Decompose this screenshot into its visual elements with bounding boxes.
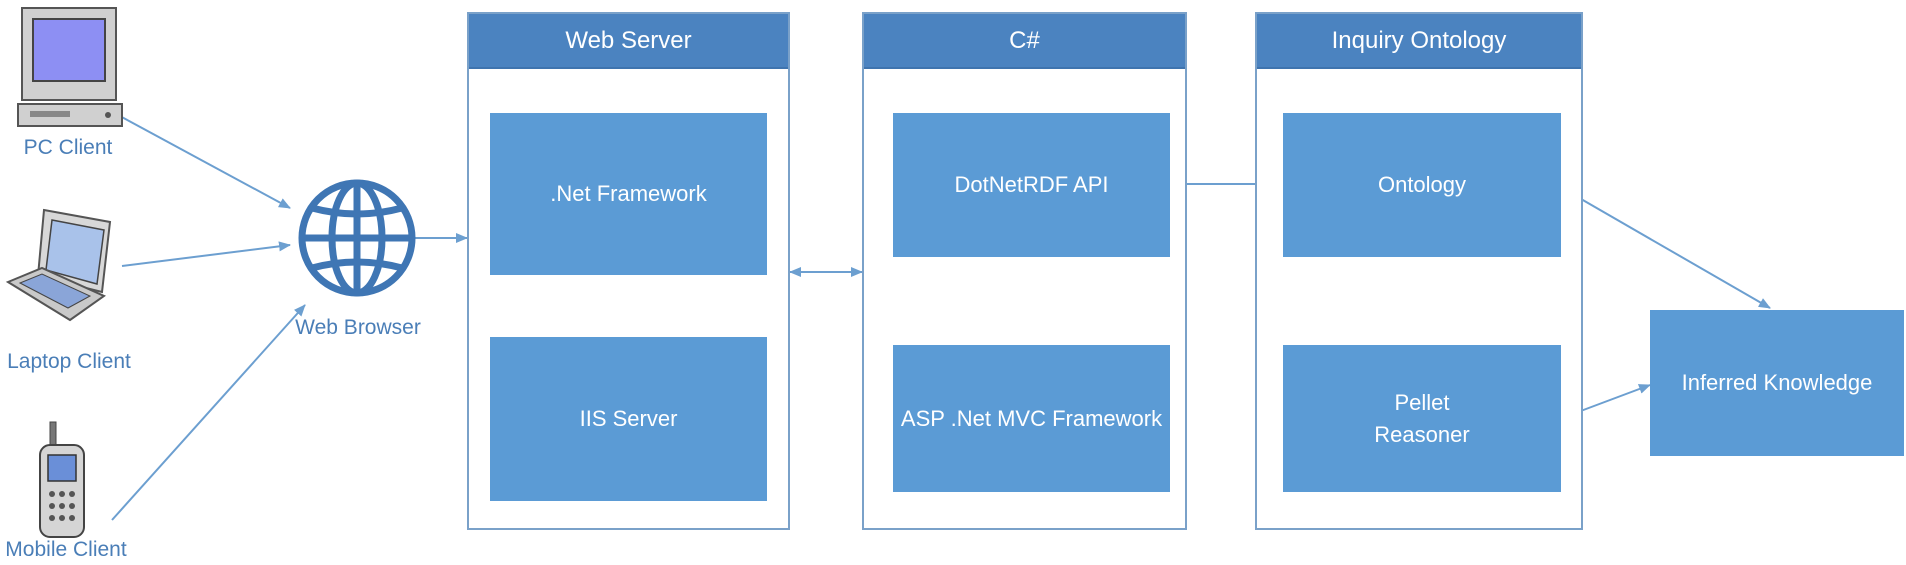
csharp-title: C# — [864, 14, 1185, 69]
inferred-knowledge-label: Inferred Knowledge — [1681, 370, 1873, 395]
mobile-icon — [39, 421, 85, 538]
laptop-to-browser-arrow — [121, 241, 291, 267]
globe-icon — [298, 179, 416, 297]
inferred-knowledge-box: Inferred Knowledge — [1650, 310, 1904, 456]
web-browser-label: Web Browser — [295, 316, 421, 339]
pc-client-label: PC Client — [23, 136, 113, 159]
net-framework-label: .Net Framework — [550, 181, 707, 206]
asp-mvc-box: ASP .Net MVC Framework — [893, 345, 1170, 492]
ontology-label: Ontology — [1377, 172, 1467, 197]
pellet-label-line1: Pellet — [1394, 389, 1450, 415]
ontology-inferred-arrow — [1561, 187, 1771, 309]
laptop-client-label: Laptop Client — [7, 350, 131, 373]
dotnetrdf-box: DotNetRDF API — [893, 113, 1170, 257]
dotnetrdf-label: DotNetRDF API — [954, 172, 1109, 197]
net-framework-box: .Net Framework — [490, 113, 767, 275]
inquiry-ontology-title: Inquiry Ontology — [1257, 14, 1581, 69]
pc-icon — [17, 7, 123, 127]
asp-mvc-label: ASP .Net MVC Framework — [900, 405, 1163, 431]
iis-server-box: IIS Server — [490, 337, 767, 501]
pc-to-browser-arrow — [117, 114, 291, 209]
pellet-label-line2: Reasoner — [1374, 421, 1470, 447]
mobile-client-label: Mobile Client — [5, 538, 127, 561]
ontology-box: Ontology — [1283, 113, 1561, 257]
laptop-icon — [5, 208, 112, 322]
mobile-to-browser-arrow — [111, 304, 306, 521]
web-server-title: Web Server — [469, 14, 788, 69]
iis-server-label: IIS Server — [579, 406, 678, 431]
pellet-reasoner-box: Pellet Reasoner — [1283, 345, 1561, 492]
